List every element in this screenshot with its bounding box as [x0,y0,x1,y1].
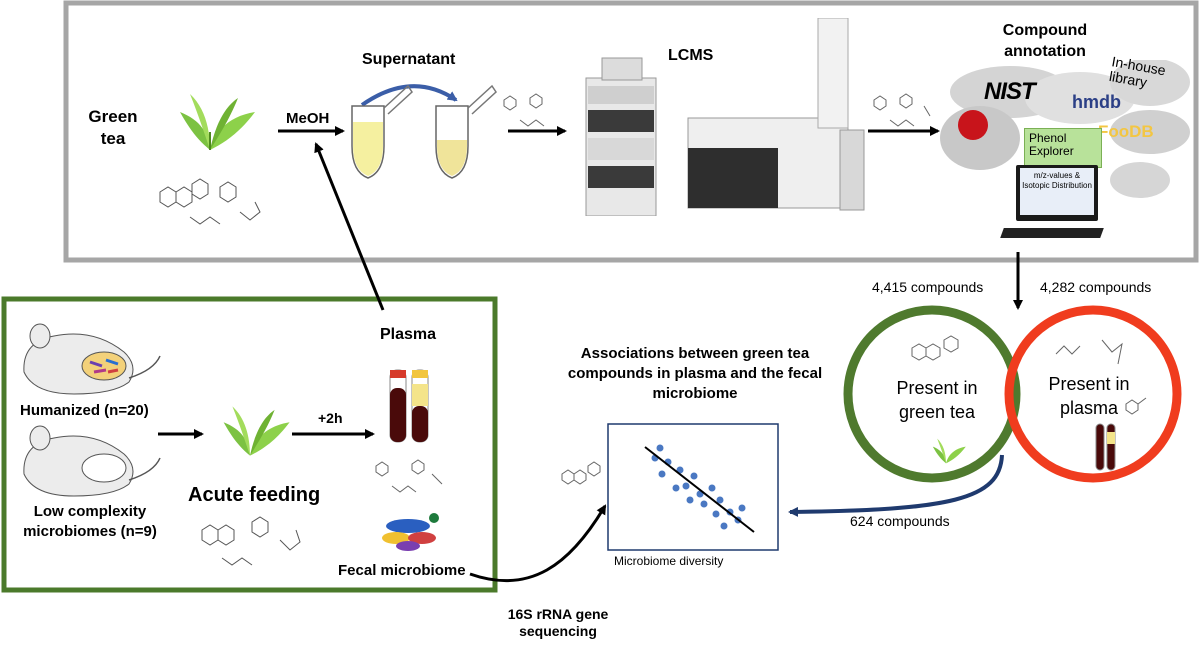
blood-tubes-icon [389,369,429,443]
compound-annotation-label: Compound annotation [1002,22,1088,60]
molecule-small-icon [503,93,545,127]
time-label: +2h [318,410,343,426]
transfer-arrow [360,84,458,107]
association-title: Associations between green tea compounds… [567,345,823,402]
monitor-text: m/z-values & Isotopic Distribution [1022,171,1092,190]
microbiome-cluster-icon [382,513,439,551]
phenol-explorer-label: Phenol Explorer [1029,131,1074,158]
scatter-point [738,504,746,512]
regression-line [644,446,755,533]
low-complexity-label: Low complexity microbiomes (n=9) [23,503,157,540]
flavone-molecule-icon [561,461,601,485]
pellet-tube-icon [435,84,497,179]
association-plot-frame [607,423,779,551]
flavone-molecule-icon [911,335,959,361]
sequencing-arrow [469,504,607,583]
phenol-explorer-panel: Phenol Explorer [1024,128,1102,168]
lcms-workflow-frame [63,0,1199,263]
scatter-point [708,484,716,492]
keyboard-icon [1000,228,1104,238]
scatter-point [658,470,666,478]
plasma-to-meoh-arrow [314,142,385,311]
plasma-label: Plasma [380,326,437,343]
venn-tea-leaf-icon [932,438,966,464]
mouse-study-frame [1,296,498,593]
apple-icon [958,110,988,140]
venn-green-tea-circle [843,305,1021,483]
green-tea-label: Green tea [88,107,138,148]
scatter-xlabel: Microbiome diversity [614,554,724,568]
sequencing-label: 16S rRNA gene sequencing [507,606,609,639]
scatter-point [700,500,708,508]
supernatant-tube-icon [351,84,413,179]
low-complexity-mouse-icon [23,425,161,497]
feeding-tea-leaf-icon [223,406,290,456]
molecule-small-icon [1125,397,1147,415]
molecule-structures-icon [159,178,261,225]
scatter-point [720,522,728,530]
humanized-label: Humanized (n=20) [20,402,149,419]
tea-leaf-icon [180,94,255,150]
molecule-small-icon [873,93,931,127]
overlap-count: 624 compounds [850,513,950,529]
scatter-point [712,510,720,518]
fecal-microbiome-label: Fecal microbiome [338,562,466,579]
plasma-count: 4,282 compounds [1040,279,1152,295]
scatter-point [656,444,664,452]
monitor-screen: m/z-values & Isotopic Distribution [1020,168,1094,215]
computer-monitor: m/z-values & Isotopic Distribution [1016,165,1098,221]
association-scatter-points [651,444,746,530]
scatter-point [716,496,724,504]
molecule-small-icon [375,459,443,493]
scatter-point [672,484,680,492]
acute-feeding-label: Acute feeding [188,484,321,506]
green-tea-count: 4,415 compounds [872,279,984,295]
venn-green-tea-label: Present in green tea [896,378,978,422]
meoh-label: MeOH [286,110,330,127]
scatter-point [686,496,694,504]
humanized-mouse-icon [23,323,161,395]
scatter-point [690,472,698,480]
venn-plasma-circle [1004,305,1182,483]
overlap-arrow [788,454,1004,517]
lcms-instrument-icon [585,18,865,216]
nist-logo: NIST [984,78,1036,105]
hmdb-logo: hmdb [1072,92,1121,112]
molecule-small-icon [1055,339,1123,365]
venn-plasma-label: Present in plasma [1048,374,1130,418]
supernatant-label: Supernatant [362,51,456,68]
scatter-point [682,482,690,490]
lcms-label: LCMS [668,47,714,64]
venn-blood-tubes-icon [1095,423,1116,471]
foodb-logo: FooDB [1098,122,1154,141]
molecule-structures-icon [201,516,301,566]
